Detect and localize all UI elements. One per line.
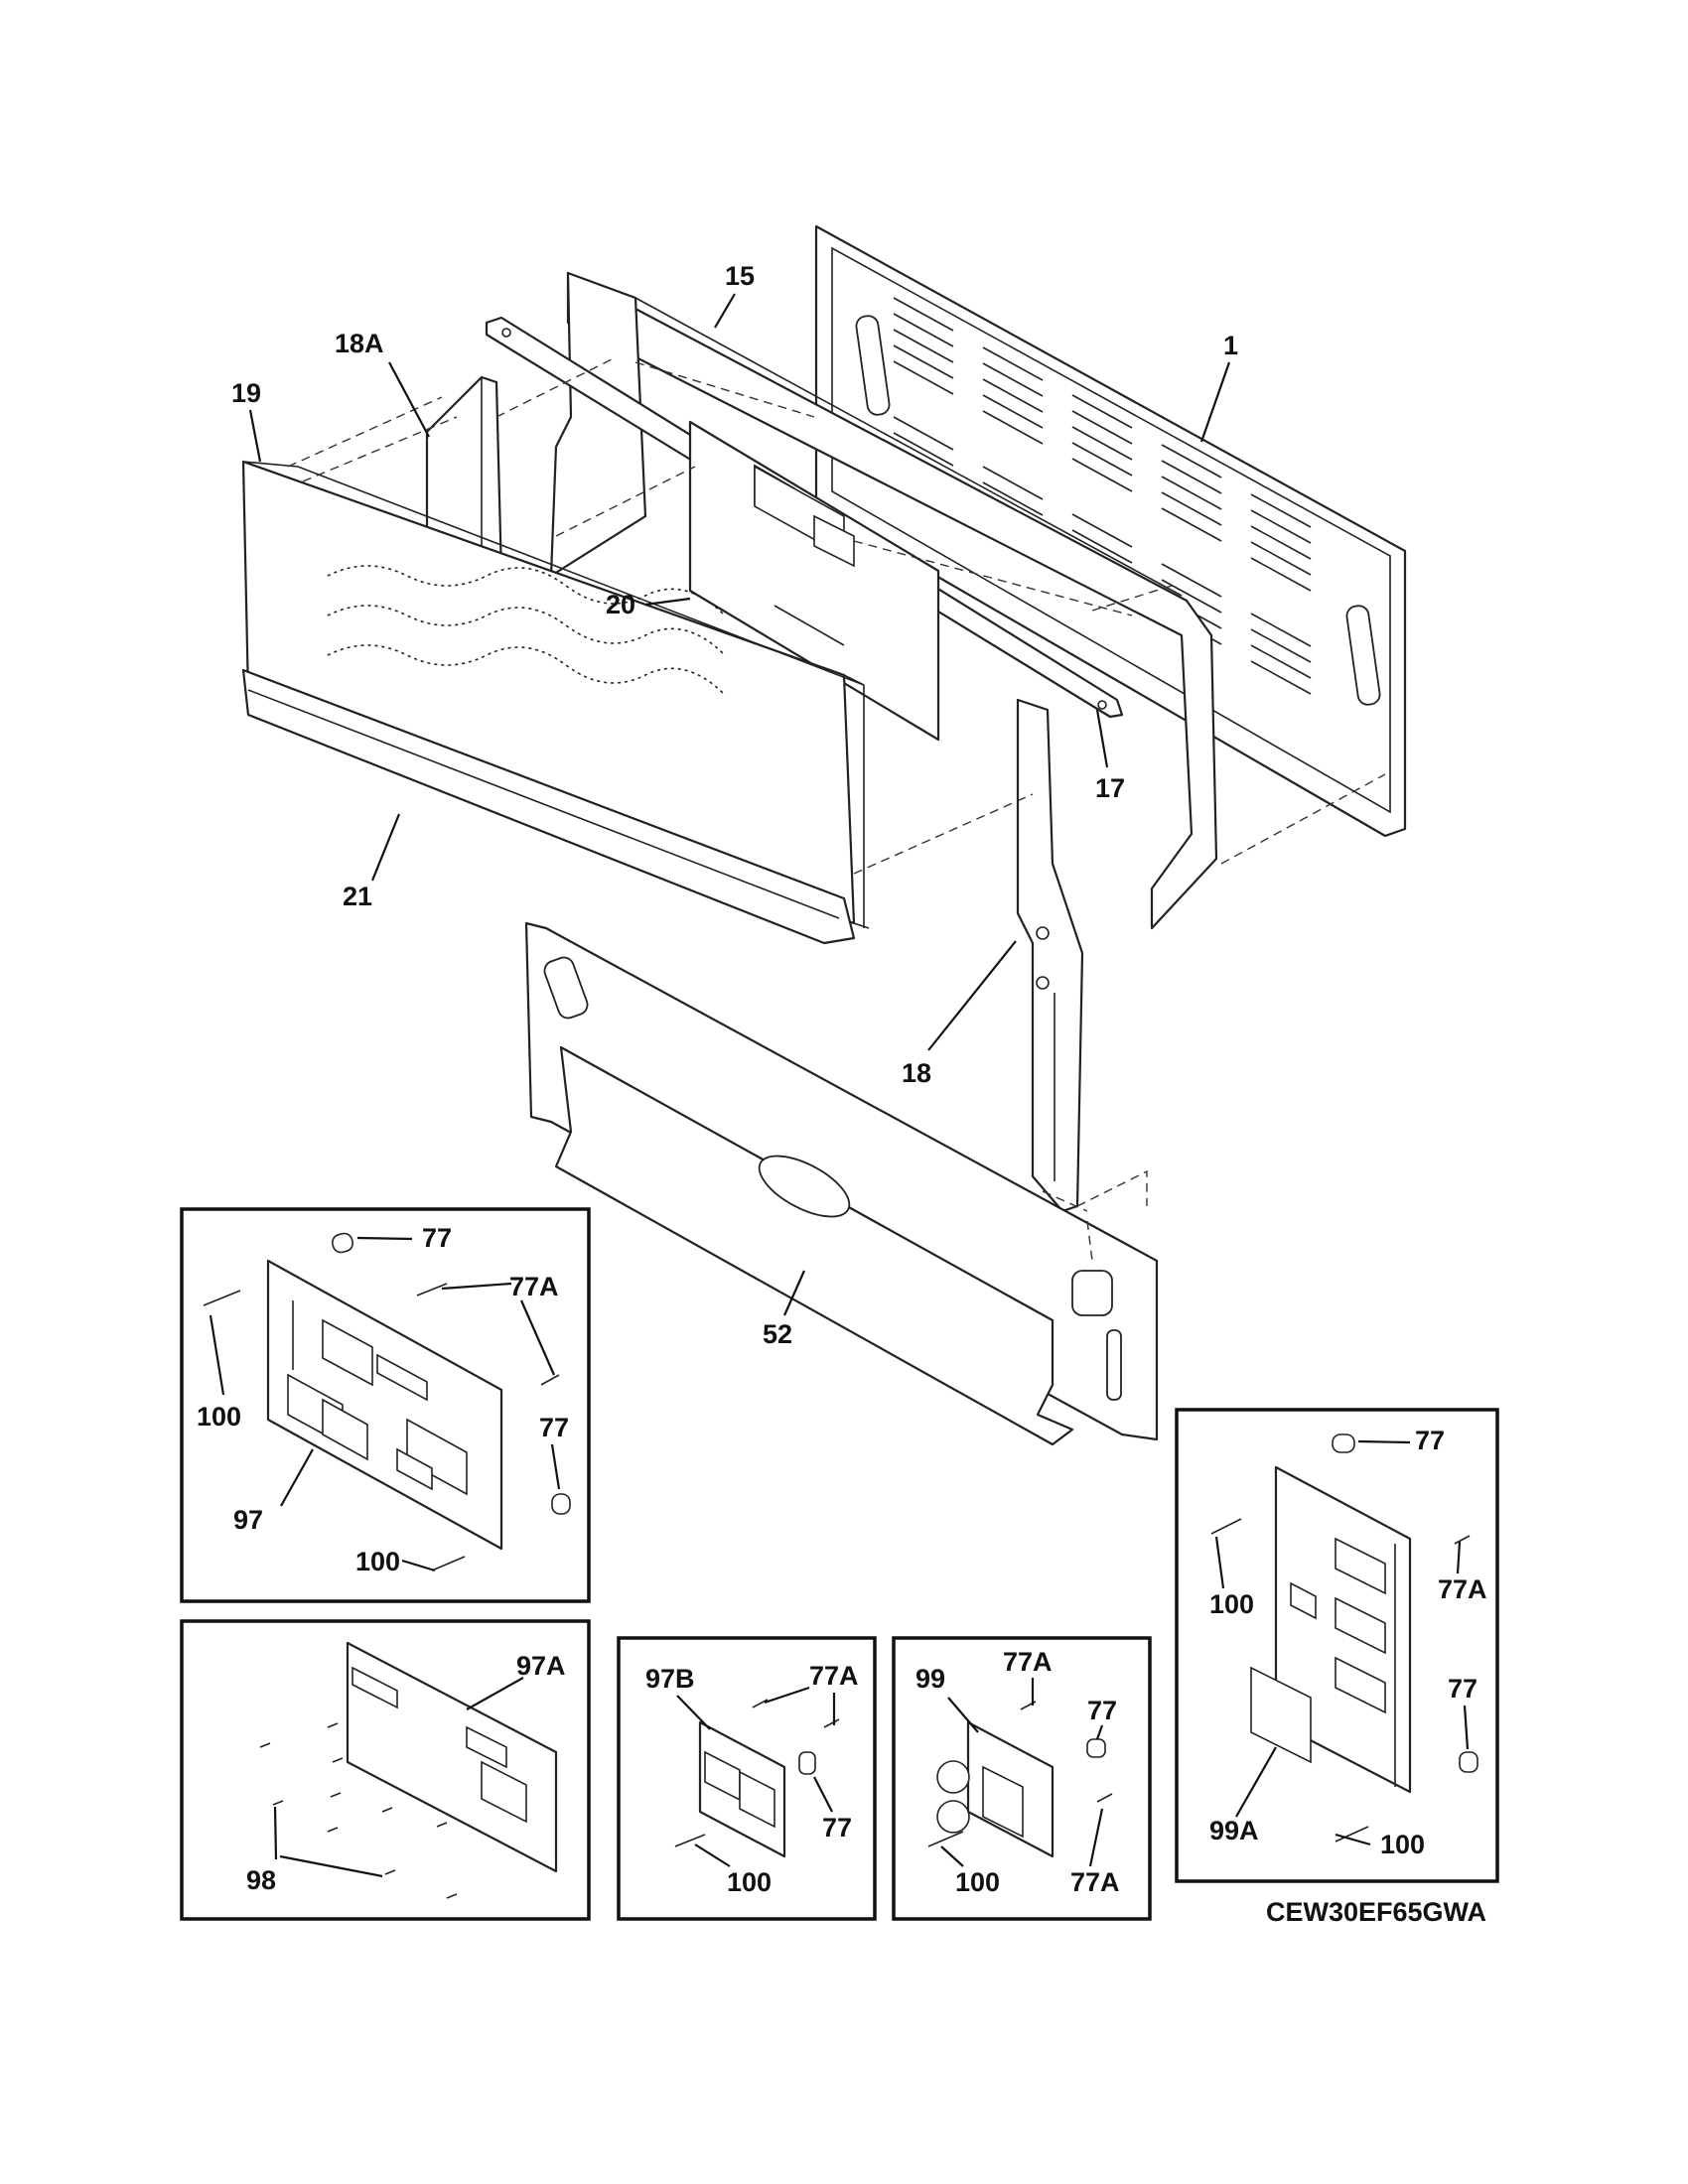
inset-e-callout-77-top: 77 xyxy=(1415,1426,1445,1455)
inset-b-callout-97a: 97A xyxy=(516,1651,566,1681)
inset-c-callout-77a: 77A xyxy=(809,1661,859,1691)
inset-board-99: 99 77A 77 100 77A xyxy=(892,1636,1152,1921)
callout-18: 18 18 xyxy=(902,1058,931,1088)
alignment-lines xyxy=(287,356,1386,1262)
inset-a-callout-77-top: 77 xyxy=(422,1223,452,1253)
callout-21: 21 xyxy=(343,813,401,911)
rear-panel-part-1 xyxy=(814,224,1407,838)
inset-board-97b: 97B 77A 77 100 xyxy=(617,1636,877,1921)
callout-18a: 18A xyxy=(335,329,430,438)
lower-panel-part-52 xyxy=(524,921,1159,1446)
svg-text:20: 20 xyxy=(606,590,635,619)
svg-text:18A: 18A xyxy=(335,329,384,358)
callout-20: 20 xyxy=(606,590,691,619)
inset-b-callout-98: 98 xyxy=(246,1865,276,1895)
panel-frame-part-15 xyxy=(549,271,1218,930)
svg-text:52: 52 xyxy=(763,1319,792,1349)
inset-e-callout-100-bottom: 100 xyxy=(1380,1830,1425,1859)
callout-18-text: 18 xyxy=(902,1058,931,1088)
inset-board-97: 77 77A 100 77 97 100 xyxy=(180,1207,591,1603)
inset-c-callout-97b: 97B xyxy=(645,1664,695,1694)
inset-board-99a: 77 100 77A 77 99A 100 xyxy=(1175,1408,1499,1883)
svg-text:17: 17 xyxy=(1095,773,1125,803)
trim-strip-part-21 xyxy=(241,668,856,945)
svg-text:19: 19 xyxy=(231,378,261,408)
inset-board-97a: 97A 98 xyxy=(180,1619,591,1921)
callout-15: 15 xyxy=(714,261,755,329)
inset-a-callout-100-left: 100 xyxy=(197,1402,241,1432)
inset-a-callout-97: 97 xyxy=(233,1505,263,1535)
callout-19: 19 xyxy=(231,378,262,463)
console-housing-part-19 xyxy=(241,460,870,929)
inset-c-callout-77: 77 xyxy=(822,1813,852,1843)
callout-18-leader xyxy=(927,940,1017,1051)
inset-a-callout-77-right: 77 xyxy=(539,1413,569,1442)
inset-d-callout-99: 99 xyxy=(915,1664,945,1694)
inset-e-callout-77a: 77A xyxy=(1438,1574,1487,1604)
callout-52: 52 xyxy=(763,1270,806,1349)
inset-e-callout-100-left: 100 xyxy=(1209,1589,1254,1619)
svg-text:1: 1 xyxy=(1223,331,1238,360)
inset-d-callout-100: 100 xyxy=(955,1867,1000,1897)
right-end-bracket-part-18 xyxy=(1016,698,1084,1213)
inset-d-callout-77a-top: 77A xyxy=(1003,1647,1053,1677)
inset-a-callout-100-bottom: 100 xyxy=(355,1547,400,1576)
svg-text:15: 15 xyxy=(725,261,755,291)
inset-c-callout-100: 100 xyxy=(727,1867,772,1897)
svg-text:21: 21 xyxy=(343,882,372,911)
control-board-part-20 xyxy=(688,420,940,742)
inset-e-callout-77-right: 77 xyxy=(1448,1674,1477,1704)
inset-a-callout-77a: 77A xyxy=(509,1272,559,1301)
inset-d-callout-77a-bottom: 77A xyxy=(1070,1867,1120,1897)
inset-e-callout-99a: 99A xyxy=(1209,1816,1259,1845)
model-number: CEW30EF65GWA xyxy=(1266,1897,1486,1927)
callout-17: 17 xyxy=(1095,709,1125,803)
callout-1: 1 xyxy=(1199,331,1238,443)
inset-d-callout-77: 77 xyxy=(1087,1696,1117,1725)
